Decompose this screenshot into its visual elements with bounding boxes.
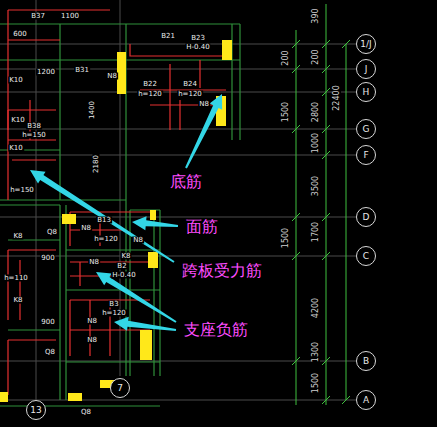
- axis-label: D: [363, 213, 370, 222]
- member-tag: h=120: [137, 91, 163, 98]
- axis-label: 7: [117, 384, 123, 393]
- member-tag: B38: [26, 123, 42, 130]
- dimension-text: 390: [312, 7, 320, 24]
- dimension-text: 200: [312, 48, 320, 65]
- member-tag: B13: [96, 217, 112, 224]
- axis-bubble: 1/J: [356, 34, 376, 54]
- member-tag: B2: [116, 263, 127, 270]
- axis-label: C: [363, 252, 369, 261]
- axis-bubble: B: [356, 351, 376, 371]
- dimension-text: 1700: [312, 221, 320, 243]
- leader-arrow: [132, 216, 178, 230]
- dimension-text: 1500: [312, 372, 320, 394]
- axis-bubble: 7: [110, 378, 130, 398]
- axis-bubble: C: [356, 246, 376, 266]
- axis-label: G: [363, 125, 370, 134]
- member-tag: h=120: [93, 236, 119, 243]
- axis-bubble: F: [356, 145, 376, 165]
- axis-label: A: [363, 396, 369, 405]
- member-tag: B24: [182, 81, 198, 88]
- axis-label: 13: [30, 406, 41, 415]
- axis-bubble: D: [356, 207, 376, 227]
- member-tag: N8: [80, 225, 92, 232]
- callout-note: 底筋: [169, 174, 203, 190]
- member-tag: K8: [12, 297, 23, 304]
- member-tag: B21: [160, 33, 176, 40]
- member-tag: N8: [106, 73, 118, 80]
- member-tag: B22: [142, 81, 158, 88]
- callout-note: 跨板受力筋: [181, 263, 263, 279]
- member-tag: N8: [86, 337, 98, 344]
- dimension-text: 2800: [312, 101, 320, 123]
- axis-bubble: H: [356, 82, 376, 102]
- member-tag: H-0.40: [185, 44, 210, 51]
- member-tag: K8: [120, 253, 131, 260]
- member-tag: B3: [108, 301, 119, 308]
- member-tag: H-0.40: [111, 272, 136, 279]
- leader-arrow: [185, 94, 222, 168]
- member-tag: B31: [74, 67, 90, 74]
- leader-arrow: [96, 272, 177, 323]
- dimension-text: 22400: [333, 84, 341, 111]
- member-tag: N8: [132, 237, 144, 244]
- axis-label: J: [365, 65, 368, 74]
- member-tag: N8: [198, 101, 210, 108]
- dimension-text: 2180: [93, 154, 100, 174]
- member-tag: Q8: [44, 349, 56, 356]
- member-tag: Q8: [80, 409, 92, 416]
- dimension-text: 1000: [312, 132, 320, 154]
- member-tag: N8: [88, 259, 100, 266]
- member-tag: N8: [86, 318, 98, 325]
- callout-note: 支座负筋: [183, 322, 249, 338]
- dimension-text: 1500: [282, 101, 290, 123]
- member-tag: 1100: [60, 13, 80, 20]
- member-tag: K8: [12, 233, 23, 240]
- member-tag: 900: [40, 255, 55, 262]
- member-tag: K10: [10, 117, 26, 124]
- dimension-text: 200: [282, 49, 290, 66]
- member-tag: h=150: [21, 132, 47, 139]
- member-tag: K10: [8, 145, 24, 152]
- member-tag: h=110: [3, 275, 29, 282]
- dimension-text: 4200: [312, 297, 320, 319]
- axis-bubble: J: [356, 59, 376, 79]
- member-tag: h=150: [9, 187, 35, 194]
- dimension-text: 1400: [89, 100, 96, 120]
- member-tag: 600: [12, 31, 27, 38]
- axis-label: 1/J: [360, 40, 371, 49]
- member-tag: 1200: [36, 69, 56, 76]
- member-tag: h=120: [177, 91, 203, 98]
- axis-bubble: 13: [26, 400, 46, 420]
- member-tag: K10: [8, 77, 24, 84]
- member-tag: B23: [190, 35, 206, 42]
- axis-label: B: [363, 357, 369, 366]
- leader-arrow: [114, 317, 176, 331]
- member-tag: 900: [40, 319, 55, 326]
- leader-arrow: [30, 170, 175, 263]
- member-tag: Q8: [46, 229, 58, 236]
- axis-label: F: [363, 151, 368, 160]
- axis-label: H: [363, 88, 370, 97]
- axis-bubble: A: [356, 390, 376, 410]
- axis-bubble: G: [356, 119, 376, 139]
- member-tag: B37: [30, 13, 46, 20]
- dimension-text: 1300: [312, 341, 320, 363]
- callout-note: 面筋: [185, 219, 219, 235]
- dimension-text: 3500: [312, 175, 320, 197]
- member-tag: h=120: [101, 310, 127, 317]
- dimension-text: 1500: [282, 227, 290, 249]
